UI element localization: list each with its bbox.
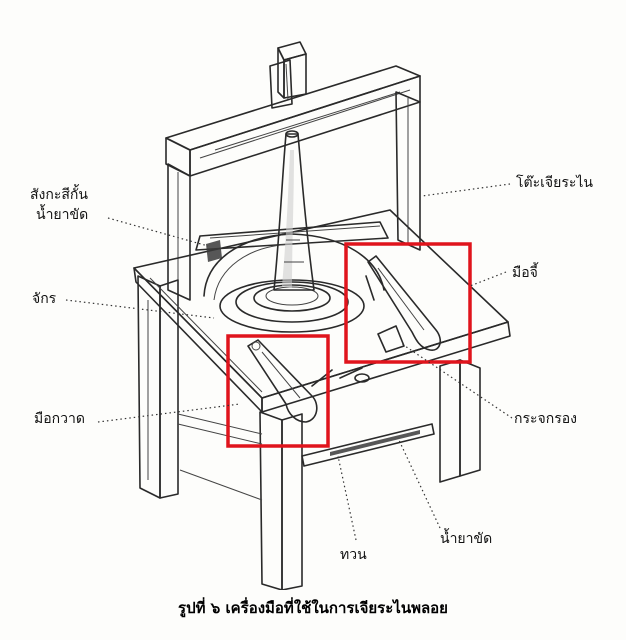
grinding-machine-sketch [65,41,513,590]
top-handle [269,41,307,109]
sweep-tool [247,339,318,423]
label-polish: น้ำยาขัด [440,531,493,547]
grinding-wheel [203,233,385,333]
label-mirror: กระจกรอง [514,411,577,427]
label-grip: มือจี้ [512,265,538,281]
leader-lines [65,183,513,541]
rear-posts [167,91,421,301]
label-stick-line2: น้ำยาขัด [36,207,89,223]
table-top [133,209,511,413]
figure-caption: รูปที่ ๖ เครื่องมือที่ใช้ในการเจียระไนพล… [178,599,448,617]
highlight-box-grip [344,242,472,364]
label-table: โต๊ะเจียระไน [516,175,593,191]
left-front-leg [137,275,179,499]
label-wheel: จักร [32,291,57,307]
label-sweep-hand: มือกวาด [34,411,85,427]
grip-tool [365,255,442,353]
highlight-box-sweep [226,334,330,448]
right-legs [259,359,481,590]
spindle-cone [273,130,315,291]
table-small-tools [311,367,370,387]
label-axle: ทวน [340,547,367,563]
label-stick-line1: สังกะสีกั้น [30,187,88,203]
lower-axle [177,413,435,501]
